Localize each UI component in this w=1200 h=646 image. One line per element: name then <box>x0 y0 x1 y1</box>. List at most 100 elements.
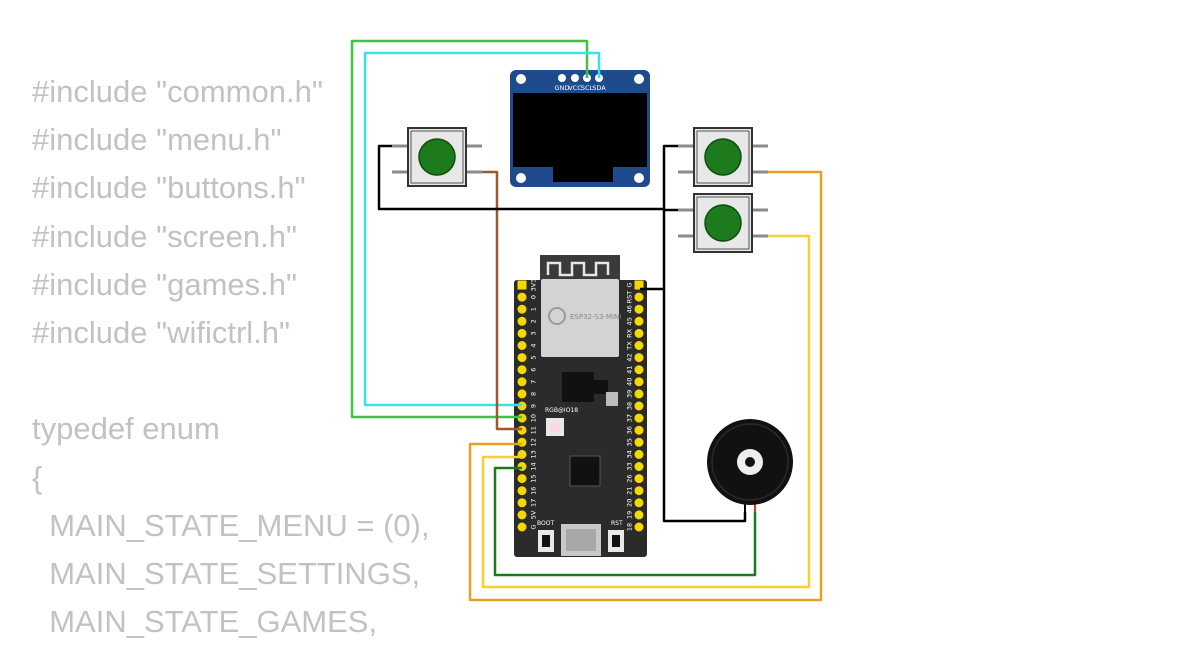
pin-pad-left[interactable] <box>517 474 527 484</box>
pin-label: 33 <box>625 462 633 470</box>
pin-pad-left[interactable] <box>517 365 527 375</box>
pin-pad-right[interactable] <box>634 510 644 520</box>
module-label: ESP32-S3-MINI <box>570 313 621 321</box>
pin-pad-left[interactable] <box>517 486 527 496</box>
pin-pad-right[interactable] <box>634 401 644 411</box>
wire-cyan-sda[interactable] <box>363 51 601 407</box>
pin-label: 5V <box>529 510 537 519</box>
pin-pad-left[interactable] <box>517 353 527 363</box>
pin-pad-right[interactable] <box>634 292 644 302</box>
code-line: #include "menu.h" <box>32 122 282 158</box>
oled-pin-label-sda: SDA <box>592 84 606 92</box>
pin-pad-right[interactable] <box>634 341 644 350</box>
pin-label: 19 <box>625 511 633 519</box>
push-button-right-top[interactable] <box>678 127 768 187</box>
pin-pad-left[interactable] <box>517 280 527 290</box>
pin-label: 42 <box>625 353 633 361</box>
pin-pad-left[interactable] <box>517 316 527 326</box>
pin-pad-right[interactable] <box>634 498 644 508</box>
pin-pad-right[interactable] <box>634 389 644 399</box>
pin-pad-right[interactable] <box>634 304 644 314</box>
pin-pad-right[interactable] <box>634 316 644 326</box>
push-button-right-bottom[interactable] <box>678 193 768 253</box>
button-cap[interactable] <box>704 204 742 242</box>
pin-label: 40 <box>625 378 633 386</box>
pin-label: 41 <box>625 366 633 374</box>
oled-pin-label-scl: SCL <box>581 84 594 92</box>
wire-orange-button[interactable] <box>468 170 823 602</box>
wire-black-gnd-left[interactable] <box>377 144 664 211</box>
code-line: #include "games.h" <box>32 266 297 302</box>
pin-label: 1 <box>529 307 537 311</box>
pin-label: 21 <box>625 487 633 495</box>
code-line: { <box>32 459 43 495</box>
pin-pad-left[interactable] <box>517 377 527 387</box>
buzzer[interactable] <box>707 419 793 516</box>
pin-pad-right[interactable] <box>634 377 644 387</box>
pin-label: 14 <box>529 462 537 470</box>
wire-black-gnd-buttons[interactable] <box>640 144 678 291</box>
pin-pad-right[interactable] <box>634 365 644 375</box>
pin-label: 0 <box>529 295 537 299</box>
pin-pad-right[interactable] <box>634 522 644 532</box>
button-cap[interactable] <box>704 138 742 176</box>
pin-label: RST <box>625 291 633 304</box>
code-line: MAIN_STATE_MENU = (0), <box>32 507 430 543</box>
pin-label: 6 <box>529 368 537 372</box>
boot-label: BOOT <box>537 520 554 527</box>
code-snippet: #include "common.h"#include "menu.h"#inc… <box>32 68 430 646</box>
pin-pad-right[interactable] <box>634 462 644 471</box>
pin-pad-left[interactable] <box>517 341 527 350</box>
pin-label: 13 <box>529 450 537 458</box>
pin-label: 10 <box>529 414 537 422</box>
pin-pad-right[interactable] <box>634 449 644 459</box>
pin-pad-right[interactable] <box>634 474 644 484</box>
pin-pad-right[interactable] <box>634 425 644 435</box>
code-line: MAIN_STATE_SETTINGS, <box>32 555 421 591</box>
circuit-diagram: GND VCC SCL SDA <box>350 39 823 602</box>
pin-pad-left[interactable] <box>517 462 527 471</box>
code-line: #include "screen.h" <box>32 218 297 254</box>
code-line: #include "buttons.h" <box>32 170 306 206</box>
pin-label: 46 <box>625 305 633 313</box>
pin-pad-left[interactable] <box>517 498 527 508</box>
pin-label: 3 <box>529 331 537 335</box>
oled-pin-label-vcc: VCC <box>568 84 582 92</box>
oled-pin-gnd[interactable] <box>558 74 566 82</box>
wire-black-gnd-buzzer[interactable] <box>662 289 747 523</box>
pin-label: G <box>529 524 537 529</box>
pin-pad-left[interactable] <box>517 437 527 447</box>
pin-pad-right[interactable] <box>634 328 644 338</box>
pin-label: 8 <box>529 392 537 396</box>
pin-pad-left[interactable] <box>517 304 527 314</box>
pin-pad-right[interactable] <box>634 280 644 290</box>
code-line: #include "wifictrl.h" <box>32 314 291 350</box>
pin-pad-left[interactable] <box>517 389 527 399</box>
pin-label: 35 <box>625 438 633 446</box>
oled-pin-vcc[interactable] <box>571 74 579 82</box>
button-cap[interactable] <box>418 138 456 176</box>
wire-brown-button[interactable] <box>482 170 522 431</box>
pin-pad-right[interactable] <box>634 437 644 447</box>
code-line: typedef enum <box>32 411 220 447</box>
pin-label: 37 <box>625 414 633 422</box>
esp32-board[interactable]: ESP32-S3-MINI RGB@IO18 BOOT RST 3V301234… <box>514 255 647 557</box>
rgb-led-label: RGB@IO18 <box>545 407 578 414</box>
pin-label: TX <box>625 341 633 351</box>
push-button-left[interactable] <box>392 127 482 187</box>
wire-yellow-button[interactable] <box>481 234 811 589</box>
pin-pad-left[interactable] <box>517 292 527 302</box>
pin-pad-left[interactable] <box>517 510 527 520</box>
pin-pad-left[interactable] <box>517 328 527 338</box>
pin-pad-left[interactable] <box>517 522 527 532</box>
pin-label: 20 <box>625 499 633 507</box>
pin-pad-right[interactable] <box>634 413 644 423</box>
oled-display[interactable]: GND VCC SCL SDA <box>510 70 650 187</box>
wire-dark-green-buzzer[interactable] <box>493 466 757 577</box>
espressif-logo-icon <box>548 307 566 325</box>
pin-label: 39 <box>625 390 633 398</box>
pin-label: 45 <box>625 317 633 325</box>
pin-pad-right[interactable] <box>634 486 644 496</box>
pin-label: 12 <box>529 438 537 446</box>
pin-pad-right[interactable] <box>634 353 644 363</box>
